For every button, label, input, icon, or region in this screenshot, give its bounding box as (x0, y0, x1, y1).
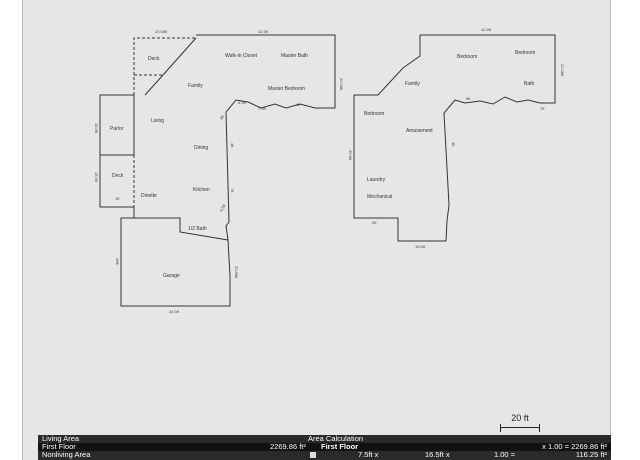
dim-small-1: 6.5ft (238, 100, 247, 105)
dim-small-5: 4ft (230, 143, 235, 148)
garage-top-wall (121, 217, 229, 241)
area-row-nonliving: Nonliving Area 7.5ft x 16.5ft x 1.00 = 1… (38, 451, 611, 460)
dim-top-left: 20.08ft (155, 29, 168, 34)
dim-small-2: 7.5ft (258, 106, 267, 111)
nonliving-dim2: 16.5ft x (425, 450, 450, 459)
floorplan-sheet (22, 0, 611, 460)
dim-top-right: 42.5ft (258, 29, 269, 34)
dim2-small-2: 7ft (540, 106, 545, 111)
room-laundry: Laundry (367, 177, 386, 183)
nonliving-factor: 1.00 = (494, 450, 516, 459)
area-row-first-floor: First Floor 2269.86 ft² First Floor x 1.… (38, 443, 611, 451)
dim-small-7: 7ft (230, 188, 235, 193)
first-floor-outline (99, 34, 336, 307)
dim2-small-1: 6ft (466, 96, 471, 101)
nonliving-area-label: Nonliving Area (42, 450, 91, 459)
second-floor-plan (353, 34, 556, 242)
dim-parlor-left: 16.5ft (94, 123, 99, 134)
dim-right-side: 22.08ft (339, 78, 344, 91)
room-deck-top: Deck (148, 56, 160, 62)
deck-diagonal-2 (144, 74, 164, 96)
nonliving-swatch (310, 452, 316, 458)
room-half-bath: 1/2 Bath (188, 226, 207, 232)
room-walk-in-closet: Walk-in Closet (225, 53, 258, 59)
scale-bar: 20 ft (480, 413, 560, 433)
scale-line (500, 424, 540, 432)
room-family-2: Family (405, 81, 420, 87)
room-bedroom-left: Bedroom (364, 111, 384, 117)
nonliving-result: 116.25 ft² (575, 450, 607, 459)
dim2-bottom: 15.5ft (415, 244, 426, 249)
second-floor-outline (353, 34, 556, 242)
room-mechanical: Mechanical (367, 194, 392, 200)
dim-small-3: 1ft (296, 102, 301, 107)
dim-small-8: 4.5ft (219, 202, 228, 212)
room-bedroom-b: Bedroom (515, 50, 535, 56)
room-master-bath: Master Bath (281, 53, 308, 59)
room-dinette: Dinette (141, 193, 157, 199)
dim-deck-left: 16.5ft (94, 172, 99, 183)
area-table: Living Area Area Calculation First Floor… (38, 435, 611, 460)
dim-garage-right: 20.58ft (234, 266, 239, 279)
room-parlor: Parlor (110, 126, 124, 132)
room-deck-side: Deck (112, 173, 124, 179)
dim-small-6: 1ft (115, 196, 120, 201)
area-calculation-label: Area Calculation (308, 434, 364, 443)
first-floor-calc: x 1.00 = 2269.86 ft² (542, 442, 607, 451)
room-family: Family (188, 83, 203, 89)
first-floor-value: 2269.86 ft² (270, 442, 306, 451)
room-garage: Garage (163, 273, 180, 279)
dim2-small-4: 2ft (372, 220, 377, 225)
room-bedroom-a: Bedroom (457, 54, 477, 60)
dim-small-4: 5ft (219, 113, 226, 120)
room-bath-2: Bath (524, 81, 535, 87)
deck-diagonal (162, 37, 197, 76)
room-kitchen: Kitchen (193, 187, 210, 193)
deck-dashed-outline (133, 37, 196, 95)
living-area-label: Living Area (42, 434, 80, 443)
first-floor-name: First Floor (321, 442, 359, 451)
area-table-header: Living Area Area Calculation (38, 435, 611, 443)
room-master-bedroom: Master Bedroom (268, 86, 305, 92)
nonliving-dim1: 7.5ft x (358, 450, 379, 459)
dim2-top: 42.5ft (481, 27, 492, 32)
scale-label: 20 ft (511, 413, 529, 423)
dim2-right: 22.08ft (560, 64, 565, 77)
room-dining: Dining (194, 145, 208, 151)
room-living: Living (151, 118, 164, 124)
first-floor-plan (99, 34, 336, 307)
dim2-small-3: 4ft (451, 142, 456, 147)
dim-garage-left: 28ft (115, 258, 120, 266)
first-floor-label: First Floor (42, 442, 76, 451)
room-amusement: Amusement (406, 128, 433, 134)
dim-garage-bottom: 34.5ft (169, 309, 180, 314)
dim2-left: 35.5ft (348, 150, 353, 161)
